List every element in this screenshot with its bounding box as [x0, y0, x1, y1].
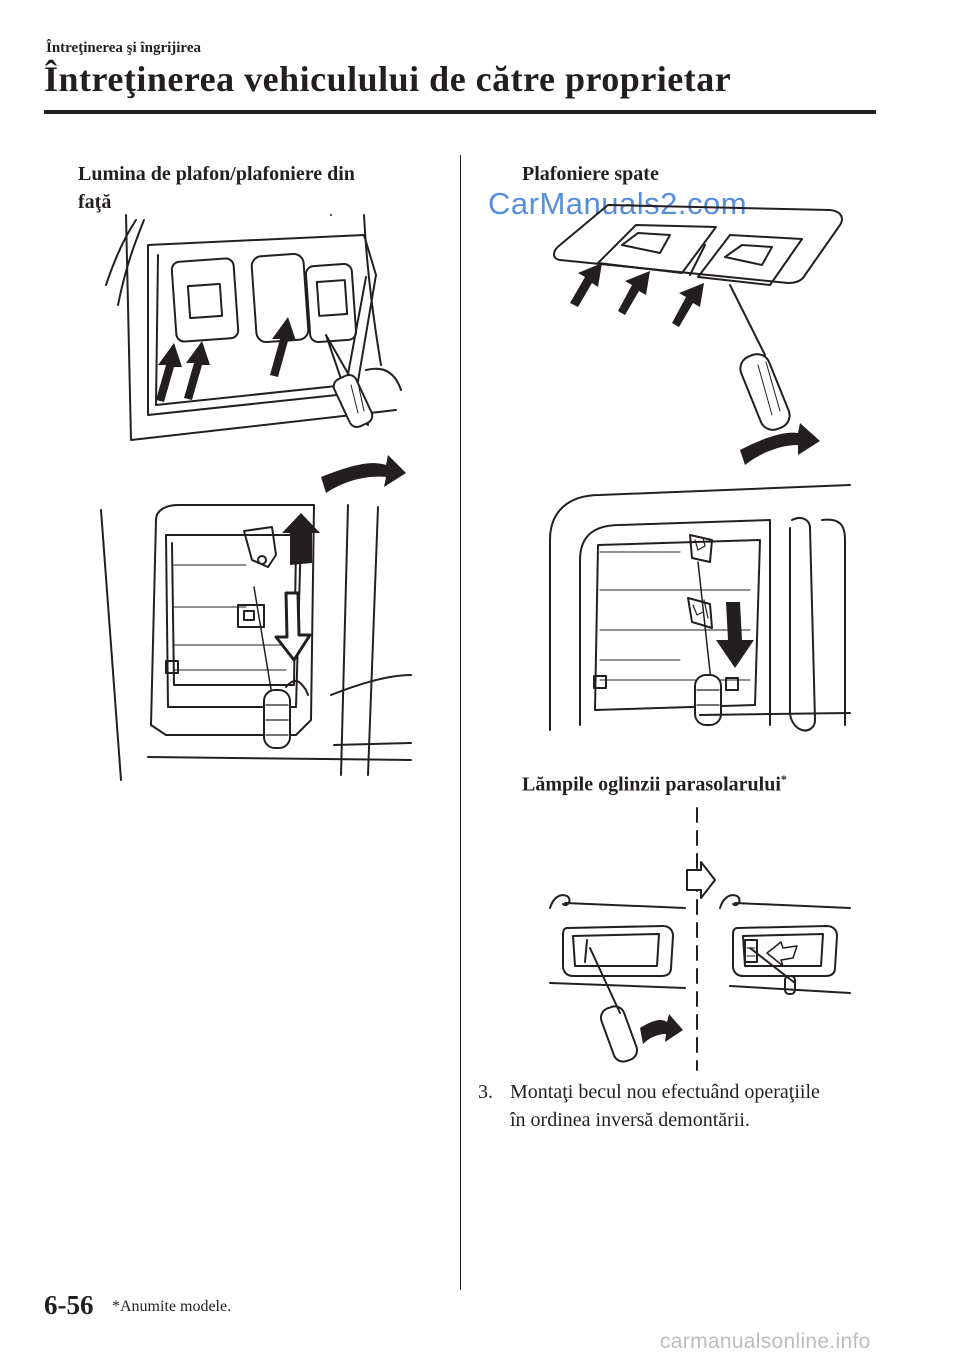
rear-removal-arrows — [570, 263, 820, 465]
title-rule — [44, 110, 876, 114]
front-overhead-console-drawing — [105, 214, 402, 441]
page-title: Întreţinerea vehiculului de către propri… — [44, 59, 732, 99]
section-label: Întreţinerea şi îngrijirea — [46, 40, 201, 56]
step-text-line1: Montaţi becul nou efectuând operaţiile — [510, 1081, 820, 1103]
footnote: *Anumite modele. — [112, 1298, 232, 1315]
rear-light-lower-illustration — [549, 484, 851, 732]
front-bulb-housing-drawing — [100, 214, 412, 781]
rear-screwdriver — [729, 284, 791, 431]
vanity-lamp-before-drawing — [549, 894, 686, 1063]
front-light-illustration — [100, 214, 412, 781]
optional-marker: * — [780, 772, 787, 786]
rear-light-caption: Plafoniere spate — [522, 163, 659, 185]
column-divider — [460, 155, 461, 1290]
rear-overhead-lamp-drawing — [553, 204, 843, 286]
vanity-lamp-caption-text: Lămpile oglinzii parasolarului — [522, 773, 781, 796]
rear-light-upper-illustration — [553, 204, 843, 465]
front-light-caption-line2: faţă — [78, 191, 112, 213]
site-watermark: carmanualsonline.info — [660, 1330, 871, 1353]
front-removal-arrows — [156, 317, 406, 493]
watermark: CarManuals2.com — [488, 186, 748, 221]
sequence-arrow — [686, 861, 716, 899]
step-text: Montaţi becul nou efectuând operaţiile î… — [510, 1078, 910, 1134]
page-number: 6-56 — [44, 1290, 94, 1320]
front-light-caption-line1: Lumina de plafon/plafoniere din — [78, 163, 355, 185]
vanity-lamp-after-drawing — [719, 894, 851, 995]
step-text-line2: în ordinea inversă demontării. — [510, 1109, 750, 1131]
step-number: 3. — [478, 1081, 493, 1103]
vanity-lamp-caption: Lămpile oglinzii parasolarului* — [522, 765, 787, 799]
vanity-lamp-illustration — [549, 807, 851, 1071]
rear-bulb-housing-drawing — [549, 484, 851, 732]
front-light-caption: Lumina de plafon/plafoniere din faţă — [78, 160, 355, 216]
